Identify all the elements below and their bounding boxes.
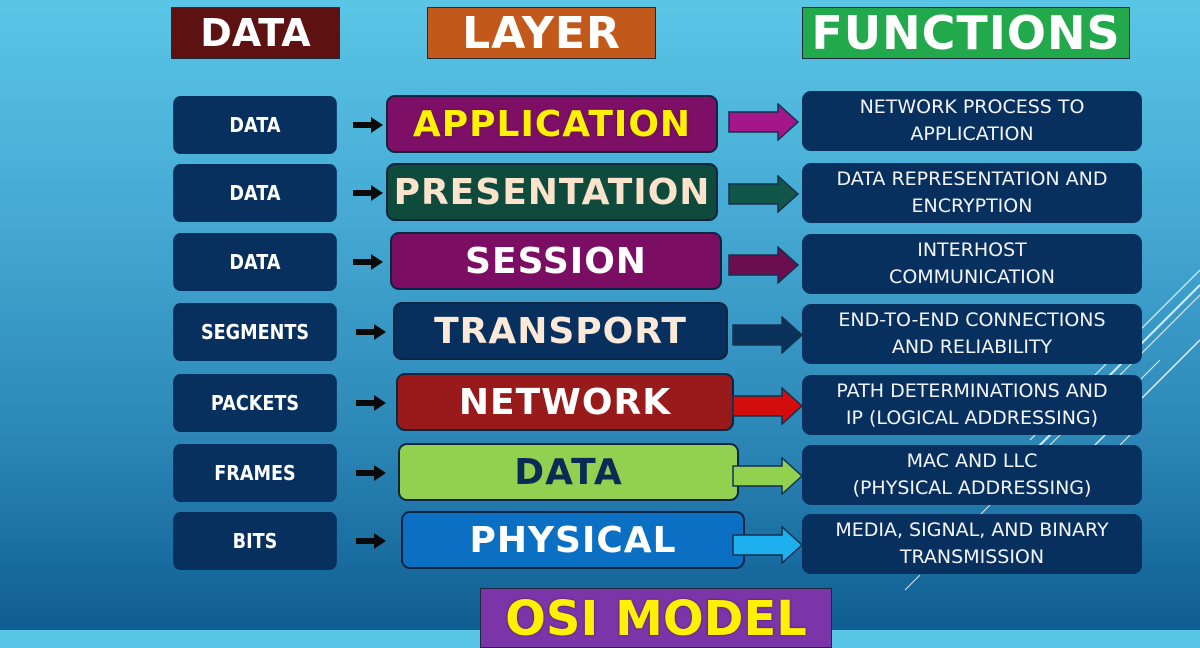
- pdu-box-6: BITS: [173, 512, 337, 570]
- function-box-4: PATH DETERMINATIONS AND IP (LOGICAL ADDRE…: [802, 375, 1142, 435]
- function-line-1: MAC AND LLC: [906, 450, 1038, 472]
- small-arrow-icon: [356, 533, 386, 549]
- pdu-box-5: FRAMES: [173, 444, 337, 502]
- function-line-1: PATH DETERMINATIONS AND: [836, 380, 1108, 402]
- function-box-6: MEDIA, SIGNAL, AND BINARY TRANSMISSION: [802, 514, 1142, 574]
- block-arrow-icon: [728, 103, 800, 141]
- function-line-2: COMMUNICATION: [889, 266, 1055, 288]
- layer-box-application: APPLICATION: [386, 95, 718, 153]
- small-arrow-icon: [356, 465, 386, 481]
- function-box-1: DATA REPRESENTATION AND ENCRYPTION: [802, 163, 1142, 223]
- small-arrow-icon: [356, 395, 386, 411]
- function-line-2: ENCRYPTION: [911, 195, 1033, 217]
- layer-box-session: SESSION: [390, 232, 722, 290]
- block-arrow-icon: [732, 316, 804, 354]
- osi-model-title: OSI MODEL: [480, 588, 832, 648]
- function-box-3: END-TO-END CONNECTIONS AND RELIABILITY: [802, 304, 1142, 364]
- small-arrow-icon: [353, 185, 383, 201]
- layer-box-presentation: PRESENTATION: [386, 163, 718, 221]
- function-line-1: NETWORK PROCESS TO: [859, 96, 1085, 118]
- block-arrow-icon: [732, 526, 804, 564]
- small-arrow-icon: [353, 254, 383, 270]
- block-arrow-icon: [732, 387, 804, 425]
- function-line-2: AND RELIABILITY: [891, 336, 1053, 358]
- header-layer: LAYER: [427, 7, 656, 59]
- header-data: DATA: [171, 7, 340, 59]
- block-arrow-icon: [728, 246, 800, 284]
- header-functions: FUNCTIONS: [802, 6, 1130, 60]
- function-line-1: DATA REPRESENTATION AND: [836, 168, 1108, 190]
- pdu-box-3: SEGMENTS: [173, 303, 337, 361]
- function-box-0: NETWORK PROCESS TO APPLICATION: [802, 91, 1142, 151]
- pdu-box-2: DATA: [173, 233, 337, 291]
- function-line-1: END-TO-END CONNECTIONS: [838, 309, 1106, 331]
- pdu-box-4: PACKETS: [173, 374, 337, 432]
- small-arrow-icon: [356, 324, 386, 340]
- layer-box-transport: TRANSPORT: [393, 302, 728, 360]
- function-line-1: MEDIA, SIGNAL, AND BINARY: [835, 519, 1109, 541]
- function-line-2: TRANSMISSION: [899, 546, 1045, 568]
- function-box-2: INTERHOST COMMUNICATION: [802, 234, 1142, 294]
- pdu-box-0: DATA: [173, 96, 337, 154]
- function-line-2: IP (LOGICAL ADDRESSING): [845, 407, 1099, 429]
- block-arrow-icon: [728, 175, 800, 213]
- function-line-1: INTERHOST: [917, 239, 1027, 261]
- function-line-2: (PHYSICAL ADDRESSING): [852, 477, 1092, 499]
- layer-box-data: DATA: [398, 443, 739, 501]
- pdu-box-1: DATA: [173, 164, 337, 222]
- block-arrow-icon: [732, 457, 804, 495]
- function-line-2: APPLICATION: [910, 123, 1034, 145]
- layer-box-network: NETWORK: [396, 373, 734, 431]
- small-arrow-icon: [353, 117, 383, 133]
- layer-box-physical: PHYSICAL: [401, 511, 745, 569]
- function-box-5: MAC AND LLC (PHYSICAL ADDRESSING): [802, 445, 1142, 505]
